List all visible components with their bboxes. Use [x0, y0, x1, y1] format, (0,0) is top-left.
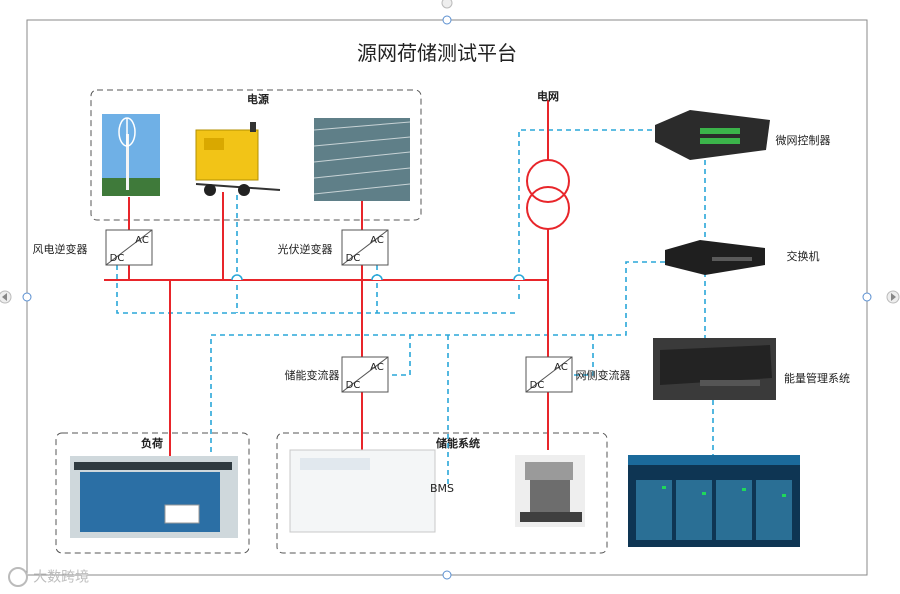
- frame-handle-right[interactable]: [862, 292, 872, 302]
- converter-pv-label: 光伏逆变器: [278, 242, 333, 256]
- rotate-handle[interactable]: [441, 0, 453, 9]
- frame-handle-top[interactable]: [442, 15, 452, 25]
- pv-array-image: [313, 118, 411, 201]
- ems-dashboard-image[interactable]: [628, 455, 800, 547]
- network-switch-image[interactable]: [665, 240, 765, 275]
- converter-wind-dc: DC: [110, 253, 125, 264]
- crossing-hops: [231, 274, 525, 281]
- power-lines: [104, 100, 549, 457]
- transformer-icon: [526, 159, 570, 230]
- converter-wind[interactable]: AC DC: [105, 229, 153, 266]
- converter-grid-side-ac: AC: [554, 362, 568, 373]
- watermark: 大数跨境: [8, 566, 128, 590]
- load-group-label: 负荷: [141, 436, 163, 450]
- microgrid-controller-label: 微网控制器: [776, 133, 831, 147]
- comm-line-switch-load: [210, 261, 665, 460]
- ems-label: 能量管理系统: [784, 371, 850, 385]
- nav-next-arrow-icon: [891, 293, 896, 301]
- bms-label: BMS: [430, 482, 454, 495]
- comm-line-bus-lower: [116, 265, 519, 314]
- converter-storage-ac: AC: [370, 362, 384, 373]
- converter-grid-side-dc: DC: [530, 380, 545, 391]
- grid-label: 电网: [537, 89, 559, 103]
- power-group-label: 电源: [247, 92, 269, 106]
- watermark-text: 大数跨境: [33, 569, 90, 586]
- converter-pv[interactable]: AC DC: [341, 229, 389, 266]
- flywheel-image: [515, 455, 585, 527]
- comm-line-gridside: [574, 335, 594, 376]
- frame-handle-left[interactable]: [22, 292, 32, 302]
- microgrid-controller-image[interactable]: [655, 110, 770, 160]
- load-building-image: [70, 456, 238, 538]
- diagram-title: 源网荷储测试平台: [357, 41, 517, 65]
- diesel-generator-image: [195, 122, 281, 196]
- converter-storage[interactable]: AC DC: [341, 356, 389, 393]
- ems-server-image[interactable]: [653, 338, 776, 400]
- converter-grid-side-label: 网侧变流器: [576, 368, 631, 382]
- nav-prev-arrow-icon: [2, 293, 7, 301]
- watermark-icon: [8, 566, 28, 587]
- converter-grid-side[interactable]: AC DC: [525, 356, 573, 393]
- converter-wind-ac: AC: [135, 235, 149, 246]
- converter-pv-ac: AC: [370, 235, 384, 246]
- comm-line-controller: [518, 129, 652, 300]
- load-group-box: [55, 432, 250, 554]
- comm-line-pcs: [392, 335, 411, 376]
- comm-lines: [116, 129, 714, 485]
- wind-turbine-image: [102, 114, 160, 196]
- frame-handle-bottom[interactable]: [442, 570, 452, 580]
- storage-group-label: 储能系统: [436, 436, 480, 450]
- converter-wind-label: 风电逆变器: [33, 242, 88, 256]
- storage-group-box: [276, 432, 608, 554]
- converter-storage-label: 储能变流器: [285, 368, 340, 382]
- switch-label: 交换机: [787, 249, 820, 263]
- battery-container-image: [289, 449, 436, 533]
- converter-pv-dc: DC: [346, 253, 361, 264]
- converter-storage-dc: DC: [346, 380, 361, 391]
- power-group-box: [90, 89, 422, 221]
